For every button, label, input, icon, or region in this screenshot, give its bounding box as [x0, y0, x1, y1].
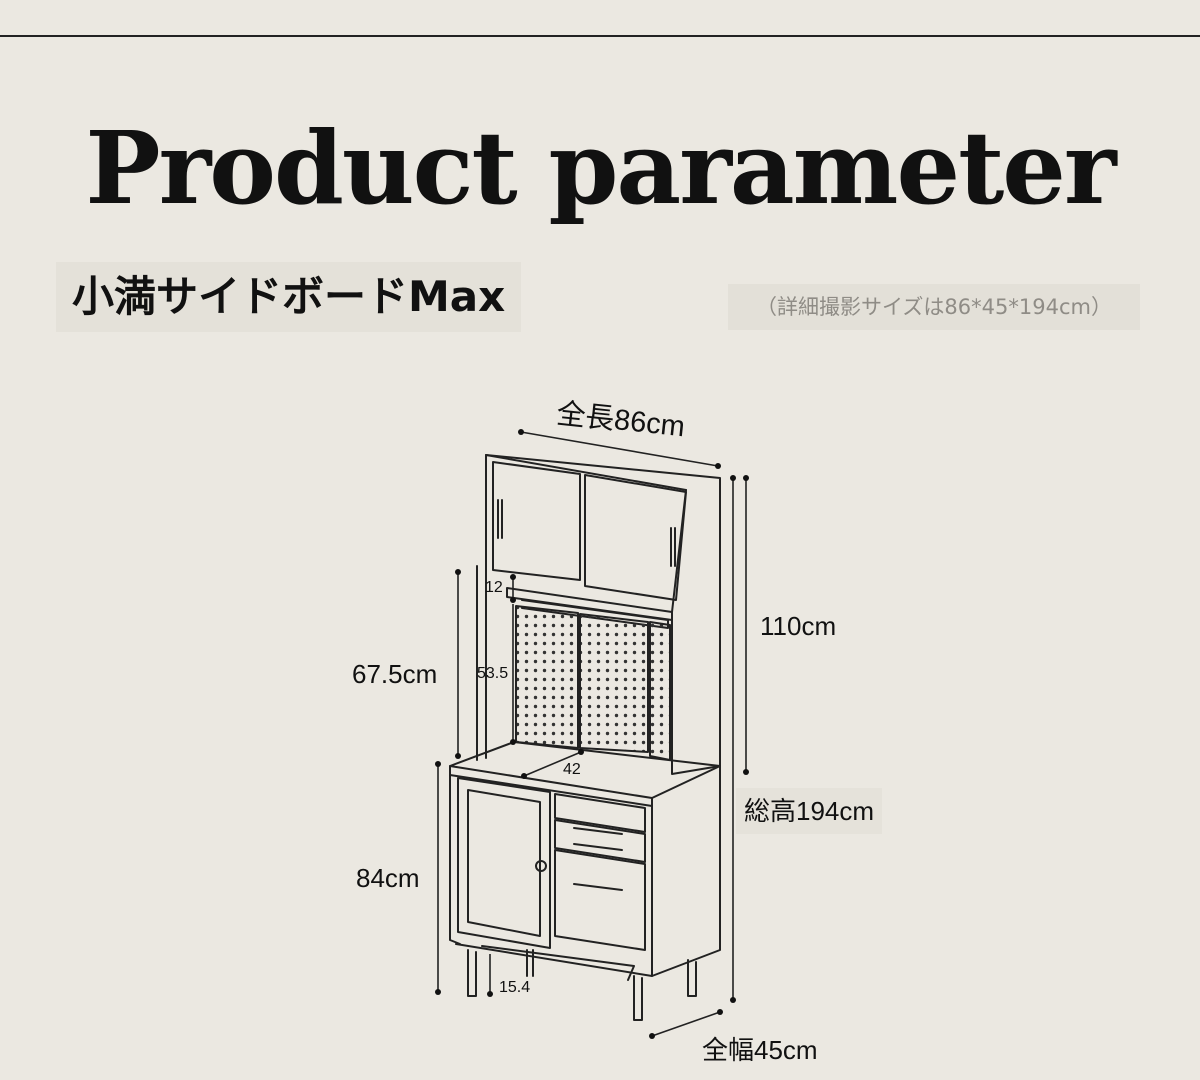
label-shelf-gap: 12	[485, 579, 503, 596]
dim-line-width	[651, 1011, 721, 1037]
label-counter-depth: 42	[563, 761, 581, 778]
pegboard-left	[515, 605, 579, 749]
label-pegboard-height: 53.5	[477, 665, 509, 682]
drawer-3	[554, 849, 646, 951]
counter-front-line	[449, 774, 653, 807]
upper-left-handle	[497, 499, 503, 539]
leg-front-left	[467, 949, 477, 997]
drawer-1	[554, 793, 646, 833]
top-divider	[0, 35, 1200, 37]
leg-back-left	[526, 949, 534, 977]
base-door-panel	[467, 789, 541, 937]
label-middle-height: 67.5cm	[352, 659, 438, 689]
base-door	[457, 777, 551, 949]
photo-size-note: （詳細撮影サイズは86*45*194cm）	[728, 284, 1140, 330]
leg-front-right	[633, 975, 643, 1021]
drawer-handle-2	[573, 843, 623, 851]
leg-stretcher	[481, 945, 635, 981]
pegboard-right	[649, 621, 671, 761]
leg-back-right	[687, 959, 697, 997]
drawer-handle-3	[573, 883, 623, 891]
upper-right-door	[584, 474, 687, 601]
label-total-width: 全幅45cm	[702, 1035, 818, 1065]
counter-top	[449, 741, 721, 799]
drawer-2	[554, 819, 646, 863]
label-leg-height: 15.4	[499, 979, 531, 996]
label-upper-height: 110cm	[760, 611, 837, 641]
drawer-handle-1	[573, 827, 623, 835]
base-left-edge	[449, 765, 461, 945]
upper-left-door	[492, 461, 581, 581]
page-title: Product parameter	[85, 109, 1116, 227]
hutch-side-frame	[485, 454, 721, 775]
label-lower-height: 84cm	[356, 863, 420, 893]
dim-line-counter-depth	[523, 751, 582, 777]
dim-line-length	[520, 431, 719, 467]
hutch-top-edge	[485, 454, 687, 491]
label-total-height: 総高194cm	[736, 788, 883, 834]
base-right-edge	[651, 765, 721, 977]
hutch-shelf	[506, 587, 673, 621]
pegboard-middle	[579, 613, 649, 753]
base-front-edge	[455, 797, 653, 977]
door-knob-icon	[535, 860, 547, 872]
product-name: 小満サイドボードMax	[56, 262, 522, 332]
upper-right-handle	[670, 527, 676, 567]
